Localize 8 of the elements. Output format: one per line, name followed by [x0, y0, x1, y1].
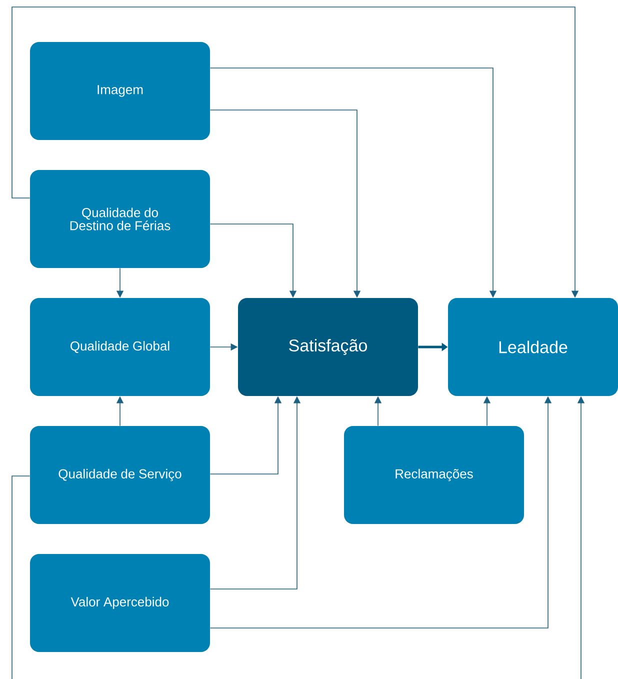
process-box: Reclamações — [344, 426, 524, 524]
process-box: Lealdade — [448, 298, 618, 396]
process-box: Qualidade Global — [30, 298, 210, 396]
process-box: Qualidade do Destino de Férias — [30, 170, 210, 268]
process-box: Valor Apercebido — [30, 554, 210, 652]
process-box: Qualidade de Serviço — [30, 426, 210, 524]
process-box: Satisfação — [238, 298, 418, 396]
process-box: Imagem — [30, 42, 210, 140]
